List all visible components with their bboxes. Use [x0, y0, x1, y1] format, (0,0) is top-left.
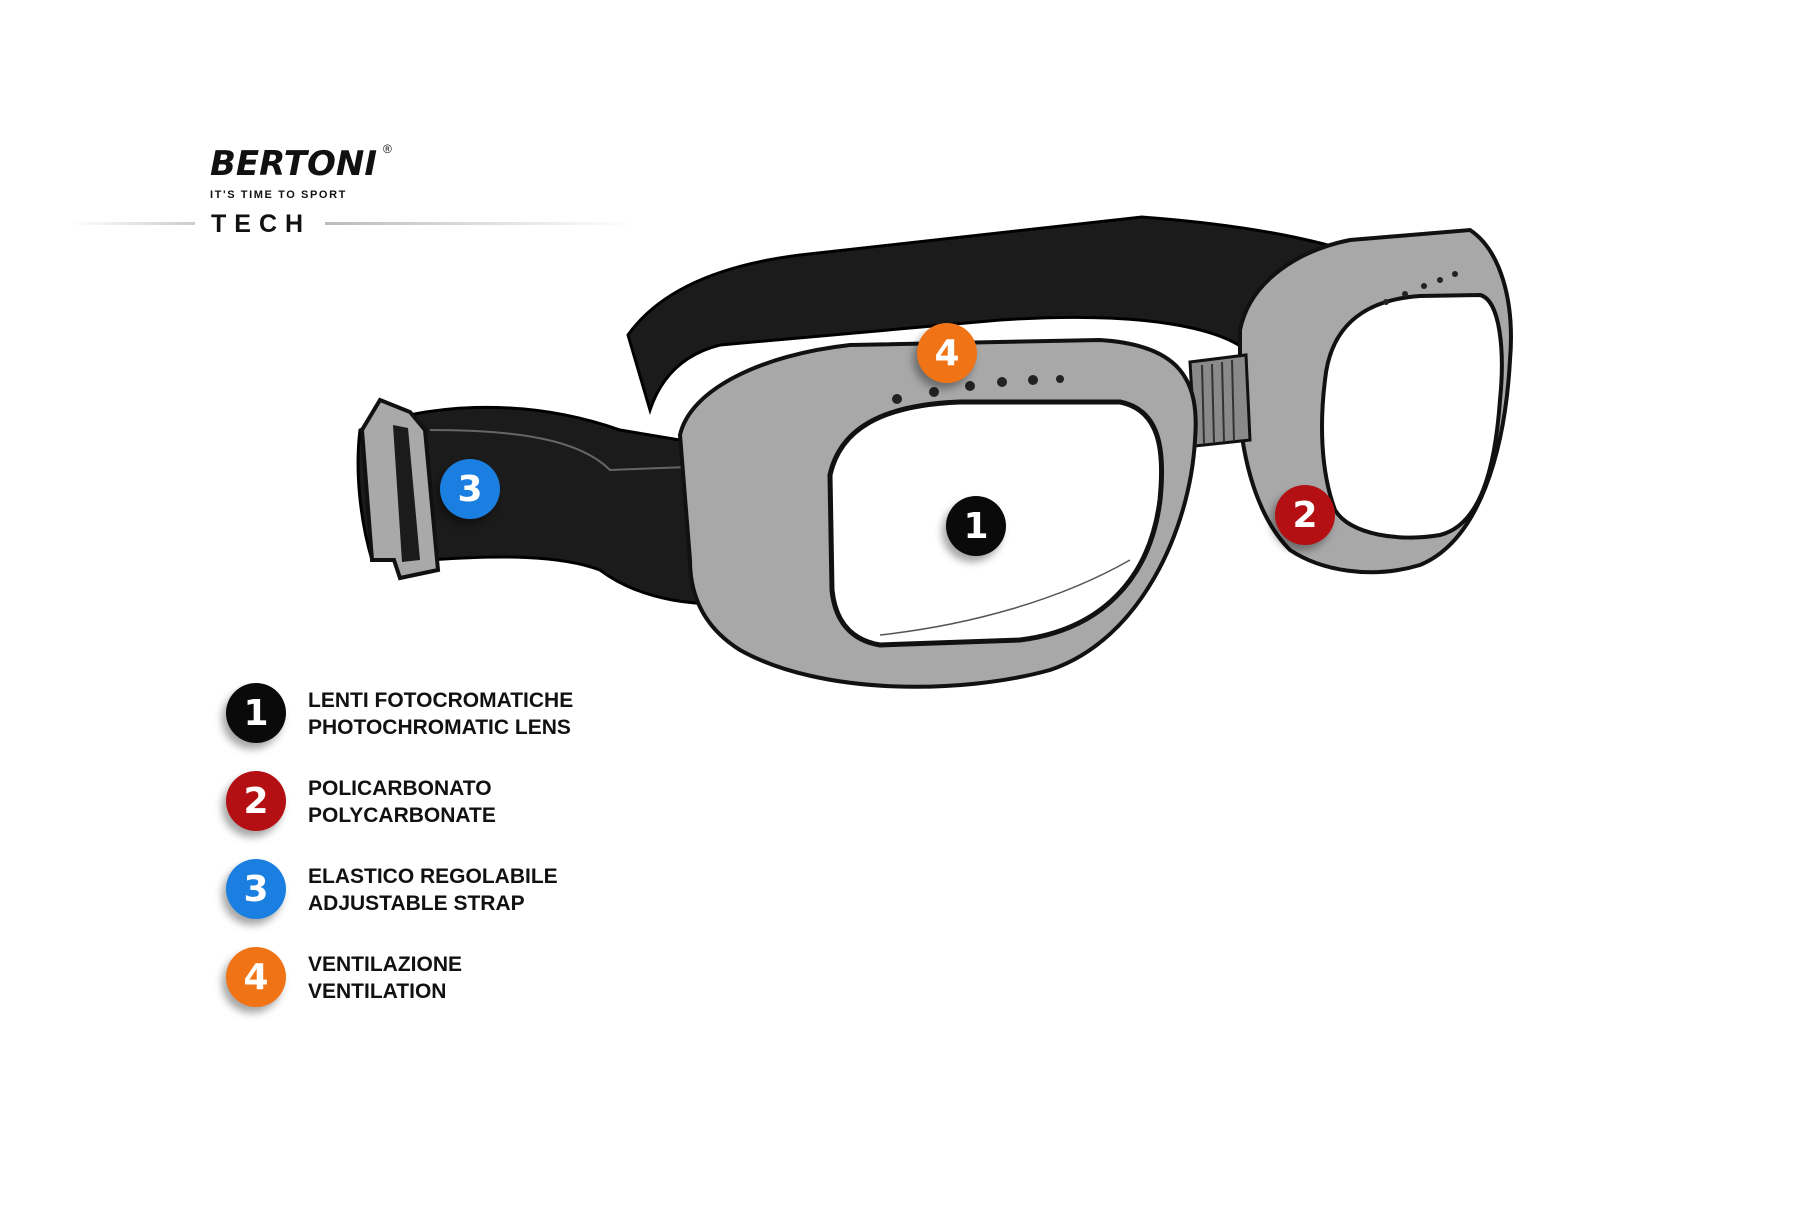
section-title: TECH	[211, 210, 312, 238]
callout-ventilation: 4	[917, 323, 977, 383]
label-english: POLYCARBONATE	[308, 804, 496, 827]
lens-edge	[879, 559, 1131, 636]
registered-mark: ®	[383, 142, 392, 156]
buckle-slot	[393, 425, 420, 562]
label-italian: LENTI FOTOCROMATICHE	[308, 689, 574, 712]
bertoni-logo: BERTONI ® IT'S TIME TO SPORT	[210, 142, 392, 202]
strap-left	[356, 405, 762, 606]
label-english: VENTILATION	[308, 980, 447, 1003]
label-italian: VENTILAZIONE	[308, 953, 463, 976]
brand-tagline: IT'S TIME TO SPORT	[210, 189, 347, 201]
strap-highlight	[429, 429, 741, 472]
right-lens	[1320, 292, 1504, 540]
number-badge: 1	[226, 683, 286, 743]
divider-left	[70, 222, 195, 225]
callout-strap: 3	[440, 459, 500, 519]
bridge-ribs	[1201, 359, 1235, 445]
bridge	[1188, 353, 1252, 448]
callout-lens: 1	[946, 496, 1006, 556]
label-english: PHOTOCHROMATIC LENS	[308, 716, 571, 739]
callout-polycarbonate: 2	[1275, 485, 1335, 545]
label-italian: ELASTICO REGOLABILE	[308, 865, 558, 888]
number-badge: 3	[226, 859, 286, 919]
label-italian: POLICARBONATO	[308, 777, 492, 800]
brand-row: BERTONI ®	[210, 142, 392, 186]
number-badge: 2	[226, 771, 286, 831]
label-english: ADJUSTABLE STRAP	[308, 892, 525, 915]
number-badge: 4	[226, 947, 286, 1007]
divider-right	[325, 222, 635, 225]
brand-name: BERTONI	[210, 144, 377, 184]
ventilation-holes	[892, 271, 1458, 404]
